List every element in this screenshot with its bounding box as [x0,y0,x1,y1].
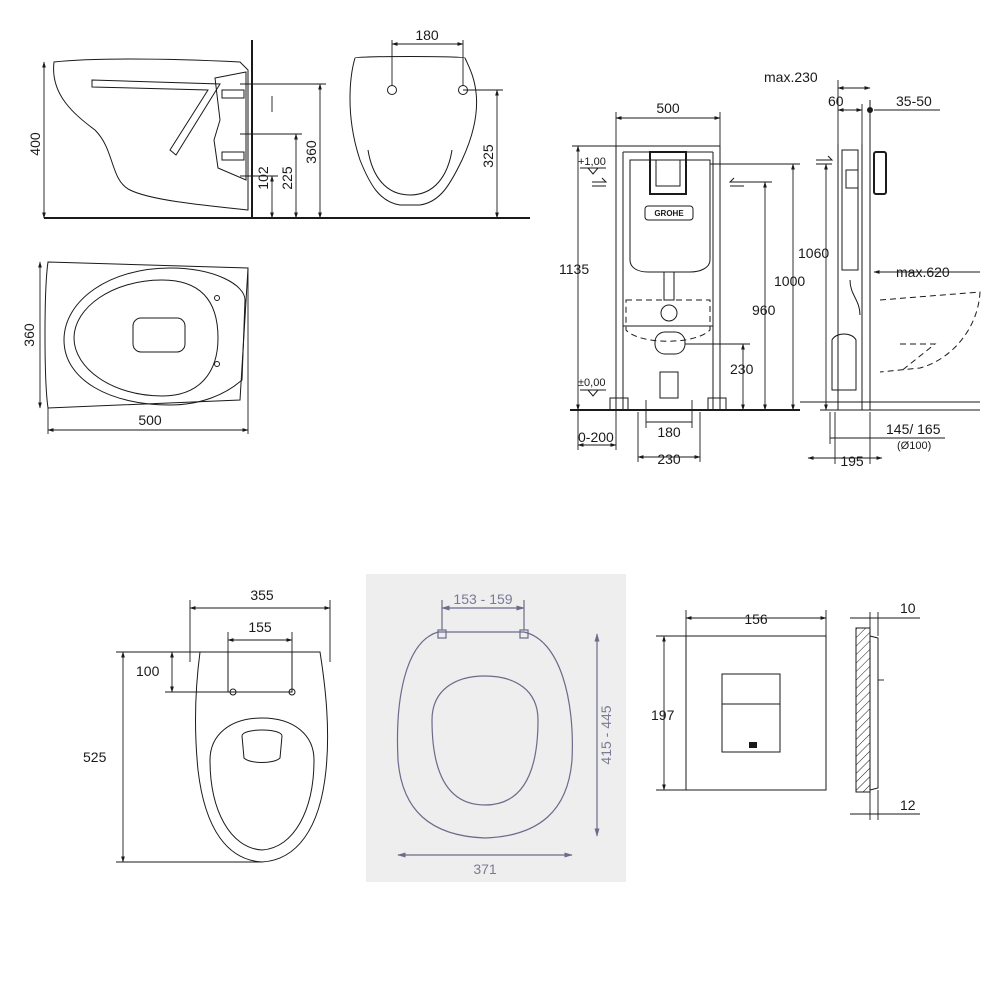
frame-front-view: GROHE 500 1135 +1,00 ±0,00 960 1000 230 … [559,100,805,467]
dim-max230-label: max.230 [764,69,818,85]
dim-195-label: 195 [840,453,864,469]
bowl-side-outline [53,58,249,211]
cistern-outlet [663,272,675,301]
dim-10-label: 10 [900,600,916,616]
dim-230-w-label: 230 [657,451,681,467]
dim-60-label: 60 [828,93,844,109]
side-valve [845,169,859,189]
flush-plate-view: 156 197 10 12 [651,600,920,820]
pipe-connector-top [221,89,245,99]
dim-102-label: 102 [255,166,271,190]
dim-155-label: 155 [248,619,272,635]
dim-180-label: 180 [415,27,439,43]
seat-view: 153 - 159 415 - 445 371 [366,574,626,882]
level-top-mark [580,167,606,175]
toilet-top-view: 360 500 [21,261,249,434]
dim-960-label: 960 [752,302,776,318]
dim-225-label: 225 [279,166,295,190]
frame-foot-right [707,397,727,411]
dim-1135-label: 1135 [559,261,589,277]
flush-connector [660,304,678,322]
dim-12-label: 12 [900,797,916,813]
side-bowl-ghost [879,291,981,373]
frame-foot-left [609,397,629,411]
dim-415-445-label: 415 - 445 [598,705,614,764]
bowl-top-view: 355 155 100 525 [83,587,331,863]
level-top-label: +1,00 [578,156,606,168]
dim-145-165-label: 145/ 165 [886,421,941,437]
dim-230-h-label: 230 [730,361,754,377]
dim-360-label: 360 [303,140,319,164]
level-zero-label: ±0,00 [578,377,605,389]
side-flush-plate [873,151,887,195]
side-drain-bend [831,333,857,391]
dim-0-200-label: 0-200 [578,429,614,445]
side-inlet [816,155,834,165]
bowl-rim-detail [91,79,221,156]
dim-525-label: 525 [83,749,107,765]
plate-side-profile [869,635,879,791]
pipe-connector-bottom [221,151,245,161]
water-inlet-left [592,177,608,187]
dim-500-top-label: 500 [138,412,162,428]
dim-180-frame-label: 180 [657,424,681,440]
side-bowl-inner [899,343,937,373]
bowl-drain [241,729,283,763]
dim-400-label: 400 [27,132,43,156]
seat-opening [431,675,539,806]
frame-side-view: max.230 60 35-50 1060 max.620 145/ 165 (… [764,69,981,469]
seat-panel [366,574,626,882]
bowl-ghost [625,299,711,342]
dim-325-label: 325 [480,144,496,168]
dim-1060-label: 1060 [798,245,829,261]
level-zero-mark [580,389,606,397]
drain-pipe [659,371,679,399]
brand-plate [644,205,694,221]
dim-100-bowl-label: 100 [136,663,160,679]
dim-35-50-label: 35-50 [896,93,932,109]
bowl-outline [195,651,329,863]
flush-valve-inner [655,159,681,187]
brand-logo: GROHE [654,209,684,218]
top-hole-a [214,295,220,301]
bowl-hinge-zone [227,651,293,693]
toilet-front-view: 180 325 [349,27,503,219]
plate-wall-hatch [855,627,871,793]
bowl-hole-right [288,688,296,696]
dim-355-label: 355 [250,587,274,603]
seat-outline [396,631,573,839]
plate-button [721,673,781,753]
dim-max620-label: max.620 [896,264,950,280]
bowl-flange [213,71,247,181]
plate-outline [685,635,827,791]
dim-35-50-dot [867,107,873,113]
top-hole-b [214,361,220,367]
dim-100-label: (Ø100) [897,440,931,452]
bowl-front-outline [349,56,478,206]
dim-153-159-label: 153 - 159 [453,591,512,607]
bowl-inner [209,717,315,851]
side-pipe [849,279,861,316]
dim-156-label: 156 [744,611,768,627]
dim-500-frame-label: 500 [656,100,680,116]
side-cistern [841,149,859,271]
top-view-drain [132,317,186,353]
bowl-front-curve [367,149,453,196]
top-view-bowl [63,267,246,406]
top-view-inner [73,279,219,397]
cistern [629,159,711,273]
drain-elbow [654,331,686,355]
flush-valve-window [649,151,687,195]
mount-hole-left [387,85,397,95]
dim-371-label: 371 [473,861,497,877]
plate-logo-mark [749,742,757,748]
dim-197-label: 197 [651,707,675,723]
dim-1000-label: 1000 [774,273,805,289]
dim-360-top-label: 360 [21,323,37,347]
toilet-side-view: 400 360 225 102 [27,40,530,219]
